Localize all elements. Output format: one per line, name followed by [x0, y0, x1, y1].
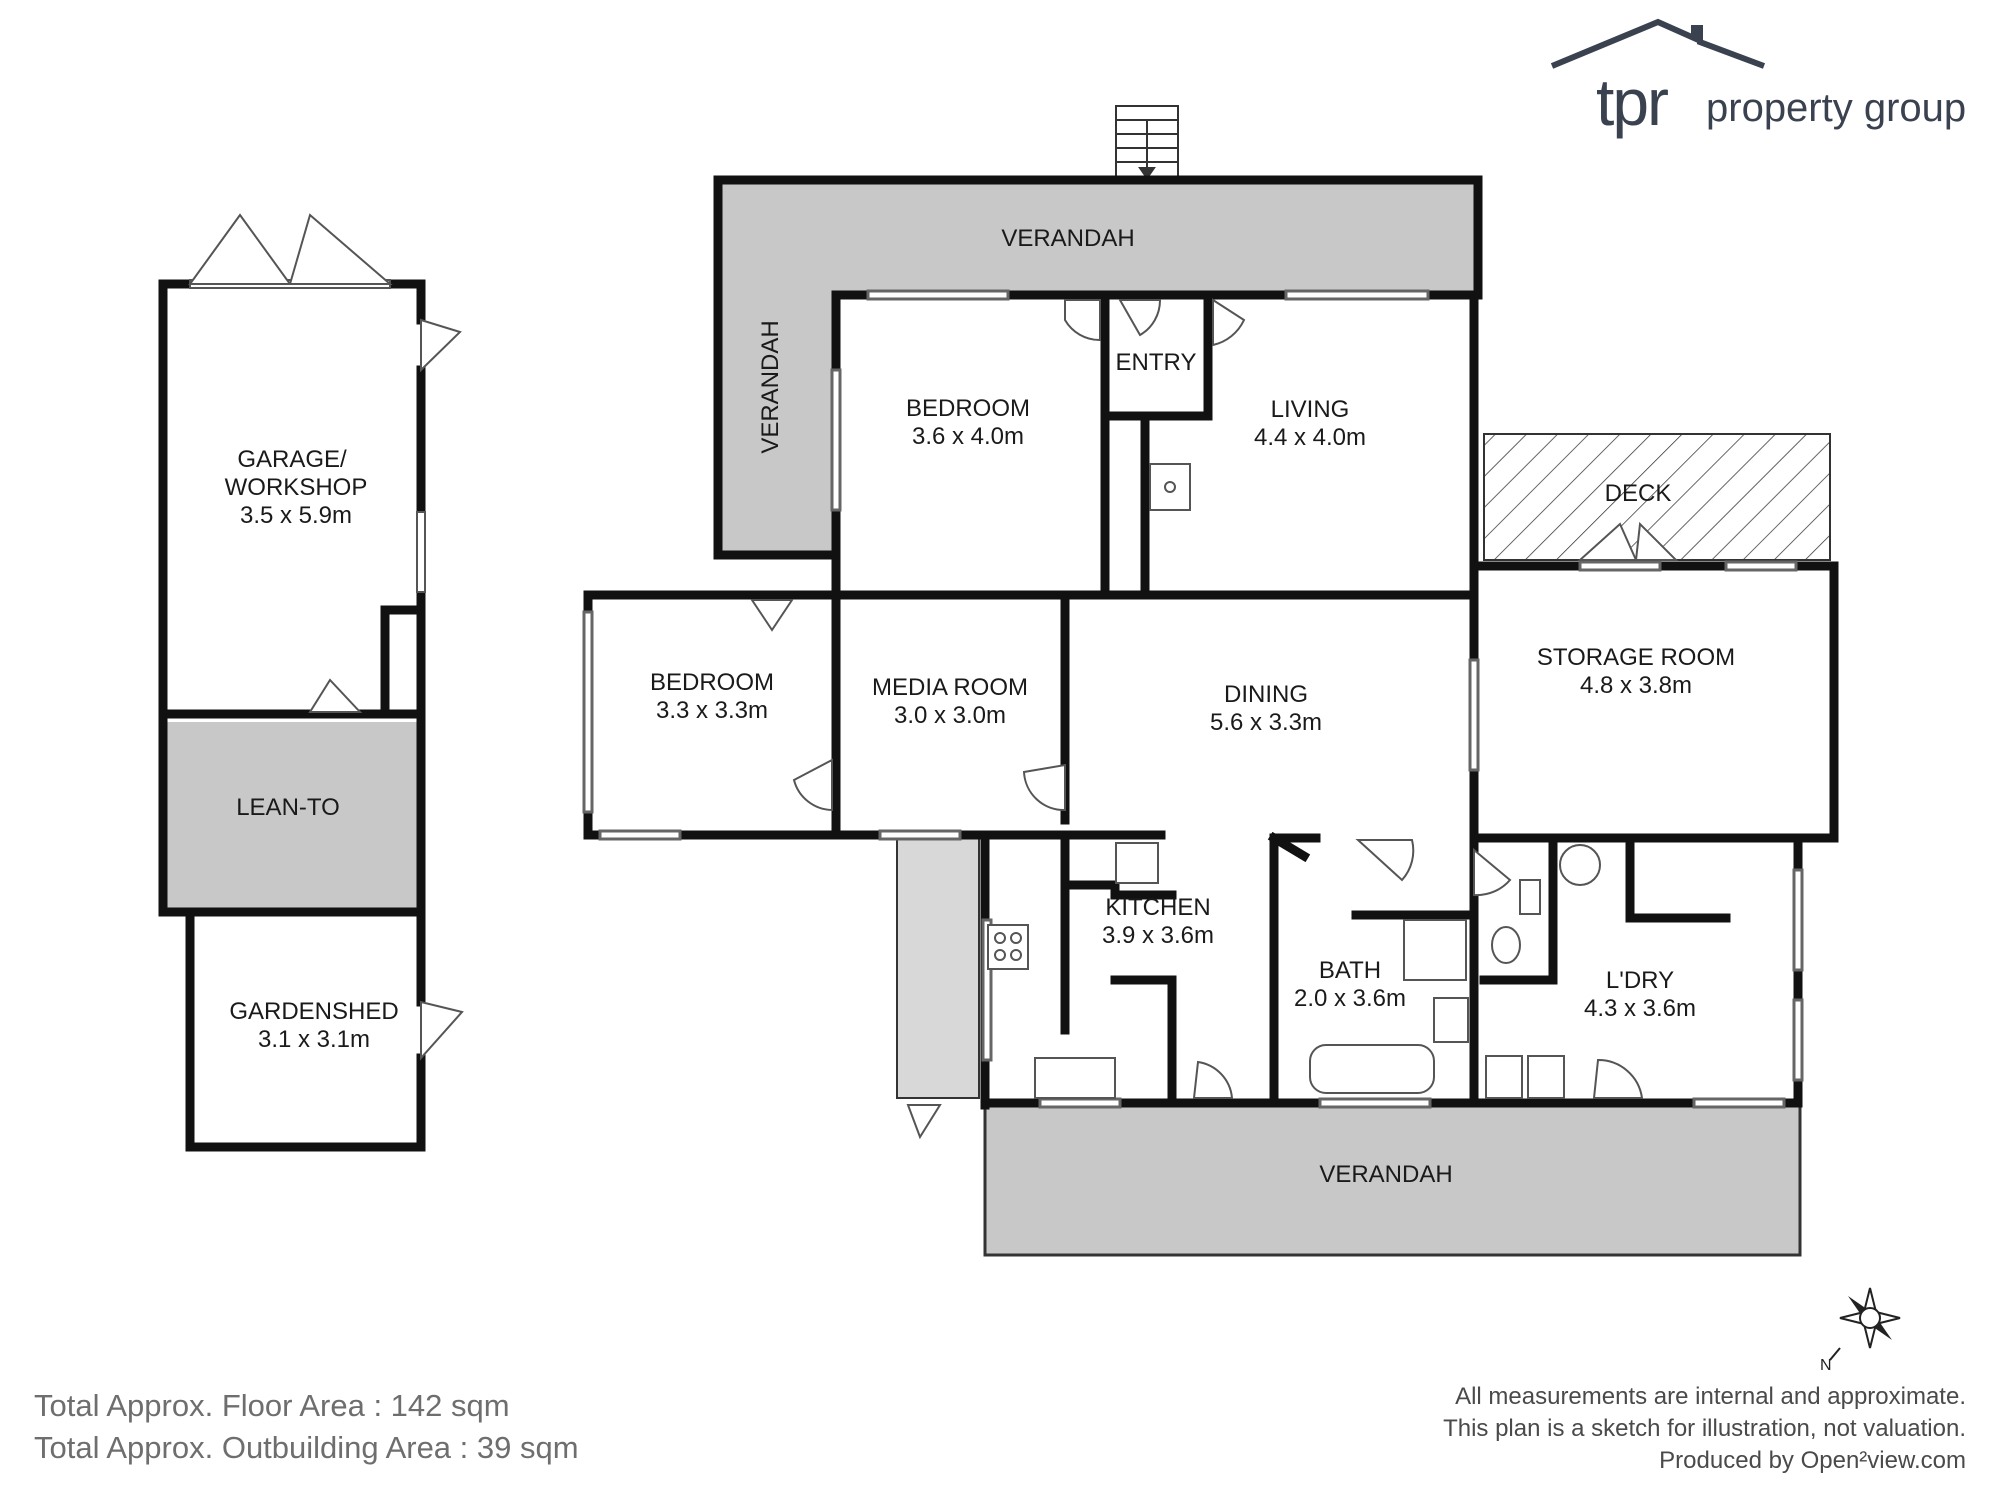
- logo-tagline: property group: [1706, 86, 1967, 130]
- label-bedroom1: BEDROOM: [906, 395, 1030, 422]
- side-walkway: [896, 837, 980, 1099]
- label-media-room: MEDIA ROOM: [872, 674, 1028, 701]
- outbuilding-walls: [158, 279, 426, 1152]
- label-dining-size: 5.6 x 3.3m: [1210, 709, 1322, 736]
- label-garage-size: 3.5 x 5.9m: [240, 502, 352, 529]
- label-media-room-size: 3.0 x 3.0m: [894, 702, 1006, 729]
- label-verandah-bottom: VERANDAH: [1319, 1161, 1452, 1188]
- verandah-bottom-area: [983, 1103, 1802, 1257]
- label-lean-to: LEAN-TO: [236, 794, 340, 821]
- label-dining: DINING: [1224, 681, 1308, 708]
- logo-mark: tpr: [1596, 65, 1669, 139]
- outbuilding-openings: [188, 213, 464, 1061]
- deck-area: [1483, 433, 1831, 561]
- label-gardenshed: GARDENSHED: [229, 998, 398, 1025]
- label-bedroom1-size: 3.6 x 4.0m: [912, 423, 1024, 450]
- steps: [1115, 105, 1179, 181]
- floor-area-text: Total Approx. Floor Area : 142 sqm: [34, 1388, 510, 1423]
- door-swings: [750, 298, 1679, 1140]
- fixtures: [987, 463, 1601, 1099]
- label-kitchen-size: 3.9 x 3.6m: [1102, 922, 1214, 949]
- windows: [582, 289, 1804, 1109]
- house-roof-icon: [1550, 18, 1766, 69]
- label-storage-room: STORAGE ROOM: [1537, 644, 1735, 671]
- label-laundry-size: 4.3 x 3.6m: [1584, 995, 1696, 1022]
- label-verandah-side: VERANDAH: [757, 320, 784, 453]
- label-storage-room-size: 4.8 x 3.8m: [1580, 672, 1692, 699]
- label-garage-line2: WORKSHOP: [225, 474, 368, 501]
- label-entry: ENTRY: [1116, 349, 1197, 376]
- compass-north-label: N: [1820, 1357, 1832, 1374]
- compass-rose-icon: N: [1820, 1287, 1901, 1374]
- label-living-size: 4.4 x 4.0m: [1254, 424, 1366, 451]
- label-deck: DECK: [1605, 480, 1672, 507]
- disclaimer-line-1: All measurements are internal and approx…: [1455, 1383, 1966, 1410]
- produced-by-text: Produced by Open²view.com: [1659, 1447, 1966, 1474]
- label-garage-line1: GARAGE/: [237, 446, 347, 473]
- label-laundry: L'DRY: [1606, 967, 1674, 994]
- verandah-top-area: [718, 180, 1478, 555]
- label-living: LIVING: [1271, 396, 1350, 423]
- outbuilding-area-text: Total Approx. Outbuilding Area : 39 sqm: [34, 1430, 579, 1465]
- company-logo: tpr property group: [1548, 18, 1998, 148]
- disclaimer-line-2: This plan is a sketch for illustration, …: [1443, 1415, 1966, 1442]
- label-bedroom2-size: 3.3 x 3.3m: [656, 697, 768, 724]
- label-gardenshed-size: 3.1 x 3.1m: [258, 1026, 370, 1053]
- label-bath-size: 2.0 x 3.6m: [1294, 985, 1406, 1012]
- leanto-area: [163, 722, 421, 912]
- label-verandah-top: VERANDAH: [1001, 225, 1134, 252]
- label-kitchen: KITCHEN: [1105, 894, 1210, 921]
- label-bath: BATH: [1319, 957, 1381, 984]
- label-bedroom2: BEDROOM: [650, 669, 774, 696]
